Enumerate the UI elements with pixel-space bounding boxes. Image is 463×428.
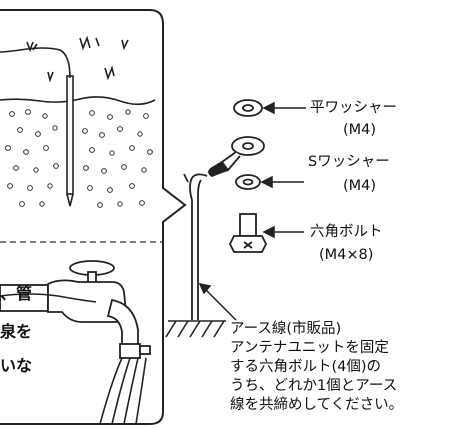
cropped-text-fragment: 、管 xyxy=(0,284,33,303)
hex-bolt-size-label: (M4×8) xyxy=(319,247,374,263)
earth-wire xyxy=(183,173,208,320)
cropped-text-fragment: いな xyxy=(0,356,33,375)
spring-washer xyxy=(235,174,261,190)
earth-wire-note: アース線(市販品) アンテナユニットを固定 する六角ボルト(4個)の うち、どれ… xyxy=(230,320,403,415)
ground-stake-scene xyxy=(0,35,156,207)
ground-symbol xyxy=(165,320,226,338)
hose xyxy=(99,357,147,425)
cropped-text-fragment: 泉を xyxy=(0,322,33,341)
note-line: 線を共締めしてください。 xyxy=(230,397,404,413)
note-line: する六角ボルト(4個)の xyxy=(230,359,382,375)
spring-washer-size-label: (M4) xyxy=(343,178,377,194)
callout-bubble xyxy=(0,9,187,425)
leader-arrows xyxy=(198,101,306,321)
note-line: アース線(市販品) xyxy=(230,321,342,337)
soil-texture xyxy=(5,109,153,208)
ring-terminal xyxy=(208,136,265,178)
flat-washer xyxy=(233,99,263,117)
spring-washer-label: Sワッシャー xyxy=(308,154,390,170)
note-line: うち、どれか1個とアース xyxy=(230,378,398,394)
note-line: アンテナユニットを固定 xyxy=(230,340,389,356)
hex-bolt-label: 六角ボルト xyxy=(310,224,383,240)
faucet-ground-wire xyxy=(0,293,97,303)
flat-washer-size-label: (M4) xyxy=(343,122,377,138)
hex-bolt xyxy=(228,213,268,253)
flat-washer-label: 平ワッシャー xyxy=(310,100,397,116)
